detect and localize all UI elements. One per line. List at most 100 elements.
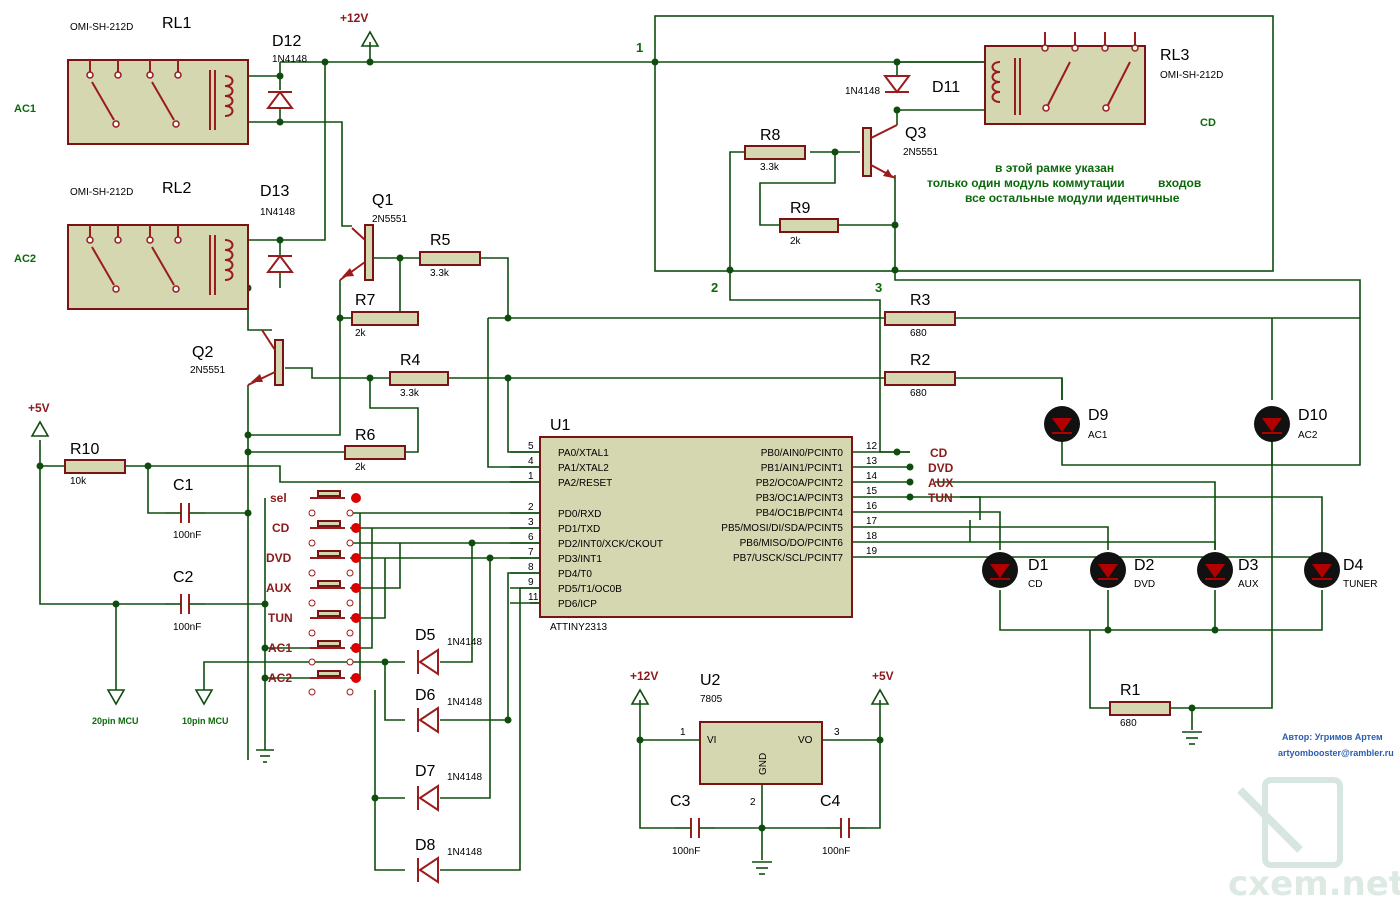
svg-text:1N4148: 1N4148 [447,847,482,858]
svg-text:1N4148: 1N4148 [447,772,482,783]
diode-d7: D7 1N4148 [415,763,482,812]
svg-text:1N4148: 1N4148 [447,637,482,648]
mcu-pin-number: 2 [528,502,534,513]
svg-text:680: 680 [910,328,927,339]
svg-text:DVD: DVD [266,551,292,565]
resistor-r2: R2 680 [884,352,956,399]
svg-text:R9: R9 [790,200,811,217]
svg-text:+12V: +12V [340,11,368,25]
svg-text:OMI-SH-212D: OMI-SH-212D [1160,70,1223,81]
svg-text:Автор: Угримов Артем: Автор: Угримов Артем [1282,732,1383,742]
transistor-q2: Q2 2N5551 [190,329,284,386]
svg-text:C4: C4 [820,793,841,810]
svg-text:R1: R1 [1120,682,1141,699]
ground-led [1182,731,1202,745]
svg-text:VI: VI [707,735,716,746]
svg-text:CD: CD [930,446,948,460]
resistor-r10: R10 10k [64,441,126,487]
svg-text:CD: CD [272,521,290,535]
diode-d13: D13 1N4148 [260,183,295,288]
svg-text:D12: D12 [272,33,301,50]
svg-text:все остальные модули идентичны: все остальные модули идентичные [965,191,1180,205]
mcu-pin-name: PB6/MISO/DO/PCINT6 [740,538,844,549]
svg-text:D1: D1 [1028,557,1049,574]
buttons: sel CD DVD AUX TUN [266,490,361,696]
svg-text:2: 2 [711,280,718,295]
svg-text:R3: R3 [910,292,931,309]
button-cd[interactable]: CD [272,520,361,547]
mcu-pin-name: PB0/AIN0/PCINT0 [761,448,844,459]
button-tun[interactable]: TUN [268,610,361,637]
mcu-u1: U1 ATTINY2313 5PA0/XTAL14PA1/XTAL21PA2/R… [510,417,954,633]
svg-text:в этой рамке указан: в этой рамке указан [995,161,1114,175]
svg-text:TUN: TUN [268,611,293,625]
ground-buttons [256,749,274,763]
svg-text:1N4148: 1N4148 [447,697,482,708]
button-aux[interactable]: AUX [266,580,361,607]
mcu-pin-name: PD2/INT0/XCK/CKOUT [558,539,663,550]
button-dvd[interactable]: DVD [266,550,361,577]
svg-text:artyombooster@rambler.ru: artyombooster@rambler.ru [1278,748,1394,758]
connector-20pin: 20pin MCU [92,689,139,726]
watermark-logo: cxem.net [1228,777,1400,902]
led-d9: D9 AC1 [1044,378,1109,442]
button-sel[interactable]: sel [270,490,361,517]
author: Автор: Угримов Артем artyombooster@rambl… [1278,732,1394,758]
svg-text:3.3k: 3.3k [760,162,780,173]
net-numbers: 1 2 3 [636,40,882,295]
junctions [36,58,1219,832]
svg-text:1: 1 [636,40,643,55]
svg-text:AC1: AC1 [268,641,292,655]
relay-rl2: RL2 OMI-SH-212D AC2 [14,180,249,310]
svg-text:R5: R5 [430,232,451,249]
svg-text:10k: 10k [70,476,87,487]
module-note: в этой рамке указан только один модуль к… [927,161,1201,205]
svg-text:R7: R7 [355,292,376,309]
svg-text:R6: R6 [355,427,376,444]
svg-text:AC1: AC1 [14,103,36,115]
mcu-pin-number: 5 [528,441,534,452]
capacitor-c2: C2 100nF [165,569,205,633]
regulator-u2: U2 7805 VI VO GND 1 3 2 [680,672,840,808]
mcu-pin-number: 15 [866,486,878,497]
svg-text:100nF: 100nF [173,530,201,541]
svg-text:1: 1 [680,727,686,738]
resistor-r6: R6 2k [344,427,406,473]
svg-text:ATTINY2313: ATTINY2313 [550,622,607,633]
button-ac1[interactable]: AC1 [268,640,361,666]
svg-text:D13: D13 [260,183,289,200]
connector-10pin: 10pin MCU [182,689,229,726]
svg-text:AC2: AC2 [1298,430,1318,441]
diode-d5: D5 1N4148 [415,627,482,676]
svg-text:C2: C2 [173,569,194,586]
mcu-pin-name: PB4/OC1B/PCINT4 [756,508,844,519]
svg-text:D2: D2 [1134,557,1155,574]
svg-text:100nF: 100nF [672,846,700,857]
svg-text:R4: R4 [400,352,421,369]
mcu-pin-number: 1 [528,471,534,482]
svg-text:D8: D8 [415,837,436,854]
svg-text:AUX: AUX [928,476,953,490]
svg-text:7805: 7805 [700,694,723,705]
mcu-pin-name: PB5/MOSI/DI/SDA/PCINT5 [721,523,843,534]
svg-text:AC2: AC2 [268,671,292,685]
svg-text:OMI-SH-212D: OMI-SH-212D [70,187,133,198]
svg-text:R2: R2 [910,352,931,369]
diode-d6: D6 1N4148 [415,687,482,734]
svg-text:2k: 2k [355,328,367,339]
mcu-pin-number: 12 [866,441,878,452]
mcu-pin-name: PA1/XTAL2 [558,463,609,474]
svg-text:2N5551: 2N5551 [190,365,225,376]
svg-text:2N5551: 2N5551 [903,147,938,158]
mcu-pin-number: 16 [866,501,878,512]
button-ac2[interactable]: AC2 [268,670,361,696]
wires [39,15,1361,871]
svg-text:R8: R8 [760,127,781,144]
mcu-pin-number: 17 [866,516,878,527]
svg-text:100nF: 100nF [173,622,201,633]
power-5v: +5V [28,401,50,437]
mcu-pin-name: PB3/OC1A/PCINT3 [756,493,844,504]
mcu-pin-name: PD4/T0 [558,569,592,580]
mcu-pin-number: 8 [528,562,534,573]
svg-text:2k: 2k [355,462,367,473]
